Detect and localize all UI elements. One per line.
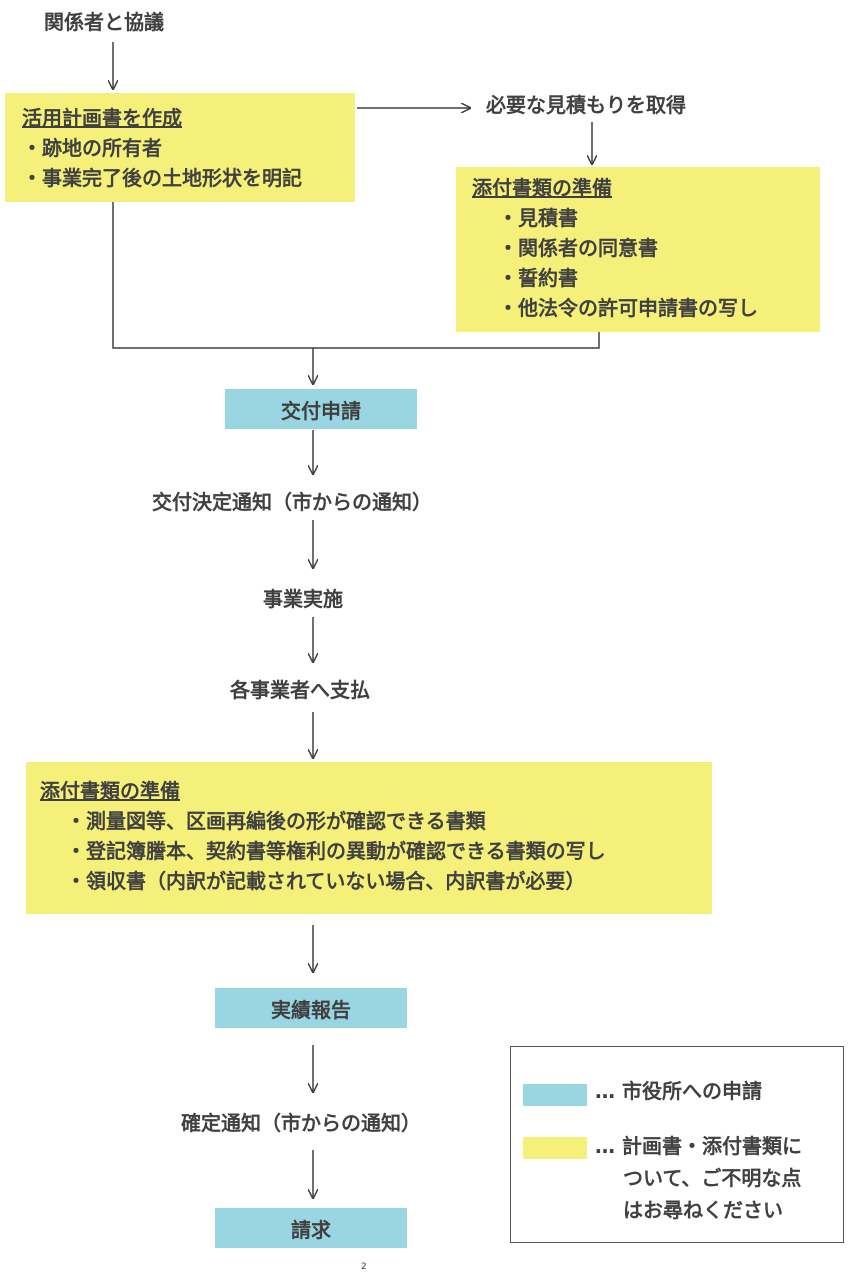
step-report: 実績報告: [215, 988, 407, 1028]
plan-box: 活用計画書を作成 ・跡地の所有者 ・事業完了後の土地形状を明記: [5, 93, 355, 202]
legend-yellow-line: … 計画書・添付書類に: [595, 1134, 802, 1158]
docs-box-1-title: 添付書類の準備: [472, 176, 612, 200]
legend-yellow-swatch: [523, 1137, 587, 1159]
docs-box-2-title: 添付書類の準備: [40, 779, 180, 803]
step-payment: 各事業者へ支払: [230, 678, 370, 702]
step-implement: 事業実施: [263, 587, 343, 611]
plan-box-title: 活用計画書を作成: [22, 106, 182, 130]
docs-box-1-line: ・他法令の許可申請書の写し: [498, 296, 758, 320]
docs-box-2: 添付書類の準備 ・測量図等、区画再編後の形が確認できる書類 ・登記簿謄本、契約書…: [26, 762, 712, 914]
step-apply: 交付申請: [225, 389, 417, 429]
step-quote: 必要な見積もりを取得: [486, 93, 686, 117]
merge-line: [112, 202, 600, 349]
legend-blue-label: … 市役所への申請: [595, 1079, 762, 1103]
docs-box-2-line: ・領収書（内訳が記載されていない場合、内訳書が必要）: [66, 869, 586, 893]
step-confirm: 確定通知（市からの通知）: [181, 1111, 421, 1135]
step-consult: 関係者と協議: [44, 10, 164, 34]
docs-box-1-line: ・見積書: [498, 206, 578, 230]
docs-box-2-line: ・測量図等、区画再編後の形が確認できる書類: [66, 809, 486, 833]
step-decision: 交付決定通知（市からの通知）: [152, 490, 432, 514]
step-claim: 請求: [215, 1208, 407, 1248]
docs-box-1-line: ・誓約書: [498, 266, 578, 290]
legend-yellow-label: … 計画書・添付書類に ついて、ご不明な点 はお尋ねください: [595, 1130, 802, 1226]
legend-blue-swatch: [523, 1084, 587, 1106]
legend-yellow-line: ついて、ご不明な点: [623, 1166, 802, 1190]
docs-box-1: 添付書類の準備 ・見積書 ・関係者の同意書 ・誓約書 ・他法令の許可申請書の写し: [456, 167, 820, 332]
plan-box-line: ・事業完了後の土地形状を明記: [22, 166, 302, 190]
legend: … 市役所への申請 … 計画書・添付書類に ついて、ご不明な点 はお尋ねください: [510, 1046, 844, 1243]
plan-box-line: ・跡地の所有者: [22, 136, 162, 160]
docs-box-2-line: ・登記簿謄本、契約書等権利の異動が確認できる書類の写し: [66, 839, 606, 863]
legend-yellow-line: はお尋ねください: [623, 1198, 783, 1222]
docs-box-1-line: ・関係者の同意書: [498, 236, 658, 260]
page-number: 2: [361, 1262, 367, 1272]
